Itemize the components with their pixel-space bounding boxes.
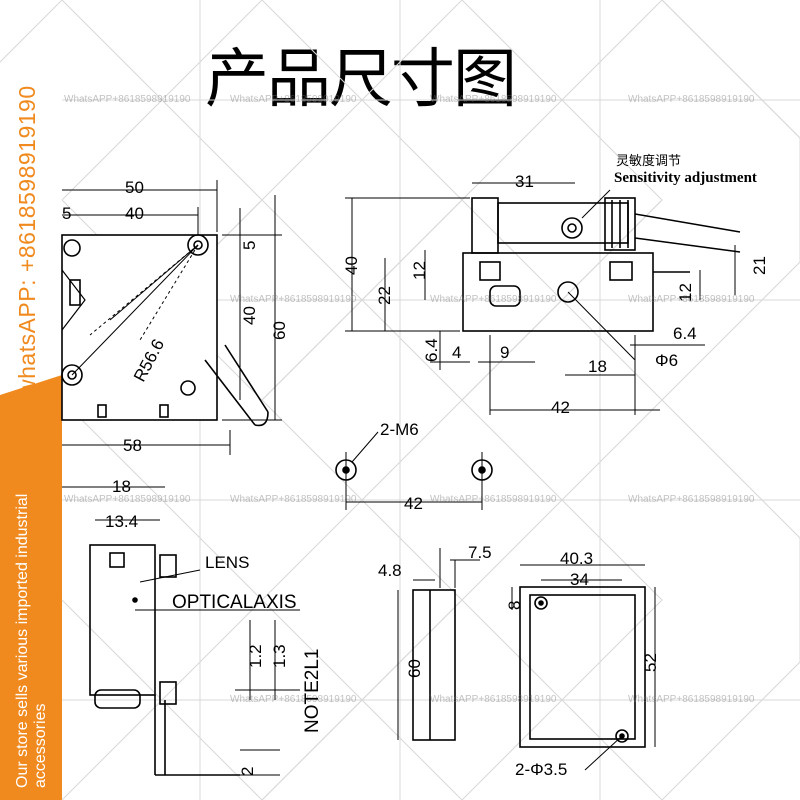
dim-label: 58 [123,436,142,455]
dim-label: 60 [270,321,289,340]
dim-label: 18 [112,477,131,496]
dim-label: 9 [500,343,510,362]
dim-label: 42 [404,494,423,513]
dim-label: 6.4 [673,324,697,343]
watermark: WhatsAPP+8618598919190 [628,94,755,105]
dim-label: 42 [551,398,570,417]
dim-label: 13.4 [105,512,139,531]
dim-label: 34 [570,570,589,589]
watermark: WhatsAPP+8618598919190 [230,494,357,505]
dim-label: 5 [240,240,259,250]
dim-label: 21 [750,256,769,275]
dim-label: 18 [588,357,607,376]
banner-white-section [0,0,62,395]
dim-label: 50 [125,178,144,197]
side-view [345,182,741,415]
dim-label: 40 [240,306,259,325]
bracket-view [397,548,480,741]
watermark: WhatsAPP+8618598919190 [64,494,191,505]
dim-label: 7.5 [468,543,492,562]
dim-label: 12 [410,261,429,280]
dim-label: 40 [125,204,144,223]
dim-label: 5 [62,204,72,223]
dim-label: 40 [342,256,361,275]
dim-label: 4 [452,343,462,362]
dim-label: 60 [405,659,424,678]
watermark: WhatsAPP+8618598919190 [628,494,755,505]
note-label: NOTE2L1 [302,648,323,733]
mounting-holes-view [335,431,493,510]
dim-label: 1.2 [246,644,265,668]
dim-label: 52 [641,653,660,672]
watermark: WhatsAPP+8618598919190 [430,694,557,705]
hole-label: 2-Φ3.5 [515,760,568,779]
dim-label: 40.3 [560,549,594,568]
sensitivity-label: Sensitivity adjustment [614,170,757,186]
watermark: WhatsAPP+8618598919190 [230,694,357,705]
watermark: WhatsAPP+8618598919190 [430,94,557,105]
front-view [61,180,282,455]
optical-axis-label: OPTICALAXIS [172,592,297,613]
watermark: WhatsAPP+8618598919190 [230,294,357,305]
mounting-plate-view [511,564,656,771]
lens-label: LENS [205,553,250,572]
banner-notch [0,375,62,395]
dim-label: 31 [515,172,534,191]
watermark: WhatsAPP+8618598919190 [628,694,755,705]
dim-label: 8 [505,600,524,610]
hole-label: 2-M6 [380,420,419,439]
dim-label: 22 [375,286,394,305]
dim-label: 6.4 [422,338,441,362]
watermark: WhatsAPP+8618598919190 [230,94,357,105]
watermark: WhatsAPP+8618598919190 [628,294,755,305]
watermark: WhatsAPP+8618598919190 [64,94,191,105]
banner-orange-section [0,395,62,800]
lens-view [62,486,300,776]
sensitivity-cn-label: 灵敏度调节 [616,154,682,169]
side-banner: whatsAPP: +8618598919190 Our store sells… [0,0,62,800]
dim-label: 2 [238,766,257,776]
watermark: WhatsAPP+8618598919190 [430,294,557,305]
watermark: WhatsAPP+8618598919190 [430,494,557,505]
page-title: 产品尺寸图 [205,43,517,117]
dim-label: Φ6 [655,351,679,370]
dim-label: 1.3 [270,644,289,668]
dim-label: 12 [676,283,695,302]
dim-label: 4.8 [378,561,402,580]
